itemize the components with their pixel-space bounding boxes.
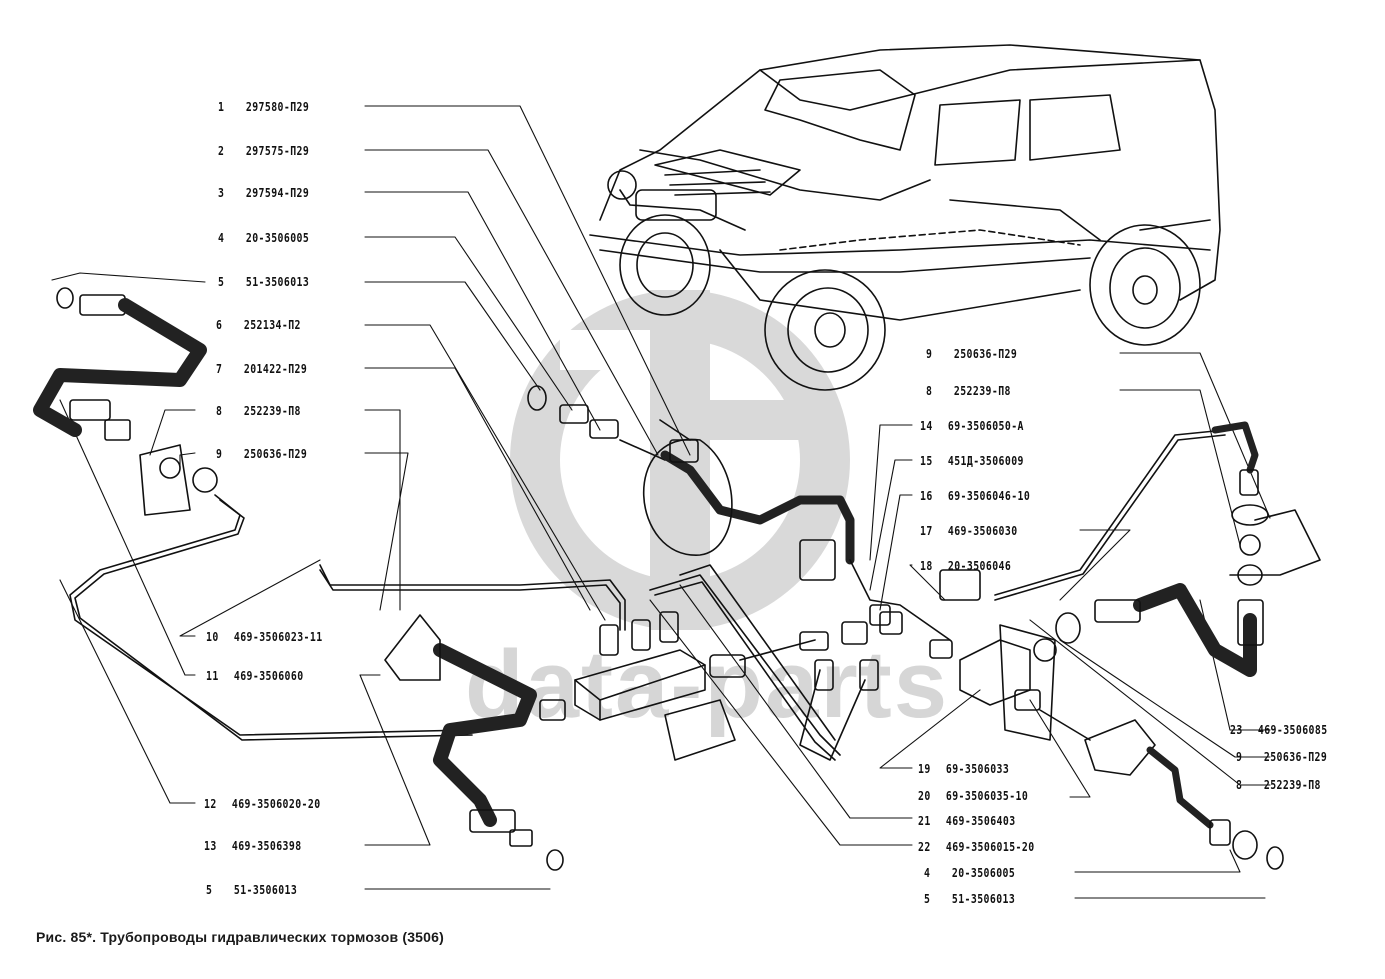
brake-pipe-10 [319, 564, 626, 631]
brake-pipe-12 [69, 494, 473, 741]
brake-tee-block [539, 611, 746, 761]
connectors-14-16 [849, 559, 981, 641]
brake-pipe-17 [994, 421, 1321, 601]
right-tee-assembly [929, 624, 1284, 870]
brake-hose-23 [1055, 583, 1264, 677]
figure-caption: Рис. 85*. Трубопроводы гидравлических то… [36, 929, 445, 945]
vehicle-illustration [589, 44, 1221, 391]
front-hose-parts [527, 385, 855, 581]
brake-pipes-21-22 [649, 564, 903, 761]
leader-lines-right [649, 352, 1271, 899]
left-brake-hose-assembly [33, 287, 218, 516]
brake-hose-13 [384, 614, 564, 871]
leader-lines-left [51, 105, 691, 890]
